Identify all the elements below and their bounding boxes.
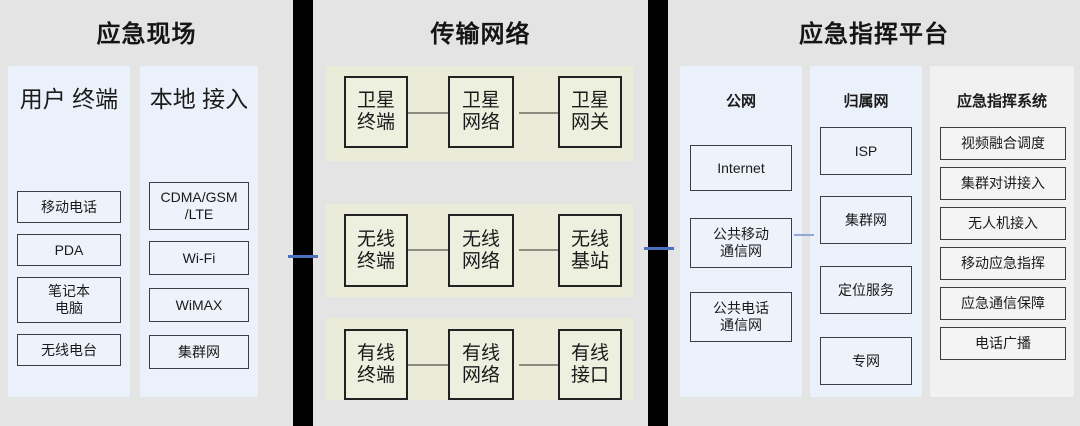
item-radio-station[interactable]: 无线电台: [17, 334, 121, 366]
connector-satellite-1: [408, 112, 448, 114]
item-wired-interface[interactable]: 有线 接口: [558, 329, 622, 400]
panel-title-transmission-network: 传输网络: [430, 21, 531, 48]
item-positioning-service[interactable]: 定位服务: [820, 266, 912, 314]
panel-title-command-platform: 应急指挥平台: [799, 21, 949, 48]
item-pda[interactable]: PDA: [17, 234, 121, 266]
column-local-access: 本地 接入 CDMA/GSM /LTE Wi-Fi WiMAX 集群网: [140, 66, 258, 397]
column-home-network: 归属网 ISP 集群网 定位服务 专网: [810, 66, 922, 397]
connector-public-to-home: [794, 234, 814, 236]
divider-left: [293, 0, 313, 426]
column-title-local-access: 本地 接入: [149, 86, 249, 112]
item-satellite-terminal[interactable]: 卫星 终端: [344, 76, 408, 148]
item-wifi[interactable]: Wi-Fi: [149, 241, 249, 275]
item-private-network[interactable]: 专网: [820, 337, 912, 385]
item-wimax[interactable]: WiMAX: [149, 288, 249, 322]
item-wired-terminal[interactable]: 有线 终端: [344, 329, 408, 400]
divider-right: [648, 0, 668, 426]
item-mobile-emergency-command[interactable]: 移动应急指挥: [940, 247, 1066, 280]
item-wireless-base-station[interactable]: 无线 基站: [558, 214, 622, 287]
item-emergency-communication-support[interactable]: 应急通信保障: [940, 287, 1066, 320]
connector-satellite-2: [519, 112, 559, 114]
item-satellite-network[interactable]: 卫星 网络: [448, 76, 514, 148]
column-user-terminal: 用户 终端 移动电话 PDA 笔记本 电脑 无线电台: [8, 66, 130, 397]
link-network-to-platform: [644, 247, 674, 250]
item-mobile-phone[interactable]: 移动电话: [17, 191, 121, 223]
item-video-fusion-dispatch[interactable]: 视频融合调度: [940, 127, 1066, 160]
panel-command-platform: 应急指挥平台 公网 Internet 公共移动 通信网 公共电话 通信网 归属网…: [668, 0, 1080, 426]
item-laptop[interactable]: 笔记本 电脑: [17, 277, 121, 323]
panel-title-emergency-scene: 应急现场: [96, 21, 197, 48]
item-wired-network[interactable]: 有线 网络: [448, 329, 514, 400]
column-public-network: 公网 Internet 公共移动 通信网 公共电话 通信网: [680, 66, 802, 397]
connector-wired-2: [519, 364, 559, 366]
item-satellite-gateway[interactable]: 卫星 网关: [558, 76, 622, 148]
item-wireless-network[interactable]: 无线 网络: [448, 214, 514, 287]
column-title-public-network: 公网: [725, 93, 756, 110]
connector-wireless-2: [519, 249, 559, 251]
item-public-mobile-network[interactable]: 公共移动 通信网: [690, 218, 792, 268]
item-cdma-gsm-lte[interactable]: CDMA/GSM /LTE: [149, 182, 249, 230]
item-telephone-broadcast[interactable]: 电话广播: [940, 327, 1066, 360]
link-scene-to-network: [288, 255, 318, 258]
connector-wireless-1: [408, 249, 448, 251]
column-title-user-terminal: 用户 终端: [19, 86, 119, 112]
panel-transmission-network: 传输网络 卫星 终端 卫星 网络 卫星 网关 无线 终端 无线 网络 无线 基站…: [313, 0, 648, 426]
panel-emergency-scene: 应急现场 用户 终端 移动电话 PDA 笔记本 电脑 无线电台 本地 接入 CD…: [0, 0, 293, 426]
item-public-telephone-network[interactable]: 公共电话 通信网: [690, 292, 792, 342]
item-internet[interactable]: Internet: [690, 145, 792, 191]
item-isp[interactable]: ISP: [820, 127, 912, 175]
item-trunking-network[interactable]: 集群网: [820, 196, 912, 244]
column-command-system: 应急指挥系统 视频融合调度 集群对讲接入 无人机接入 移动应急指挥 应急通信保障…: [930, 66, 1074, 397]
item-trunking-network-local[interactable]: 集群网: [149, 335, 249, 369]
connector-wired-1: [408, 364, 448, 366]
column-title-command-system: 应急指挥系统: [956, 93, 1047, 110]
item-wireless-terminal[interactable]: 无线 终端: [344, 214, 408, 287]
column-title-home-network: 归属网: [843, 93, 889, 110]
item-uav-access[interactable]: 无人机接入: [940, 207, 1066, 240]
item-trunking-intercom-access[interactable]: 集群对讲接入: [940, 167, 1066, 200]
